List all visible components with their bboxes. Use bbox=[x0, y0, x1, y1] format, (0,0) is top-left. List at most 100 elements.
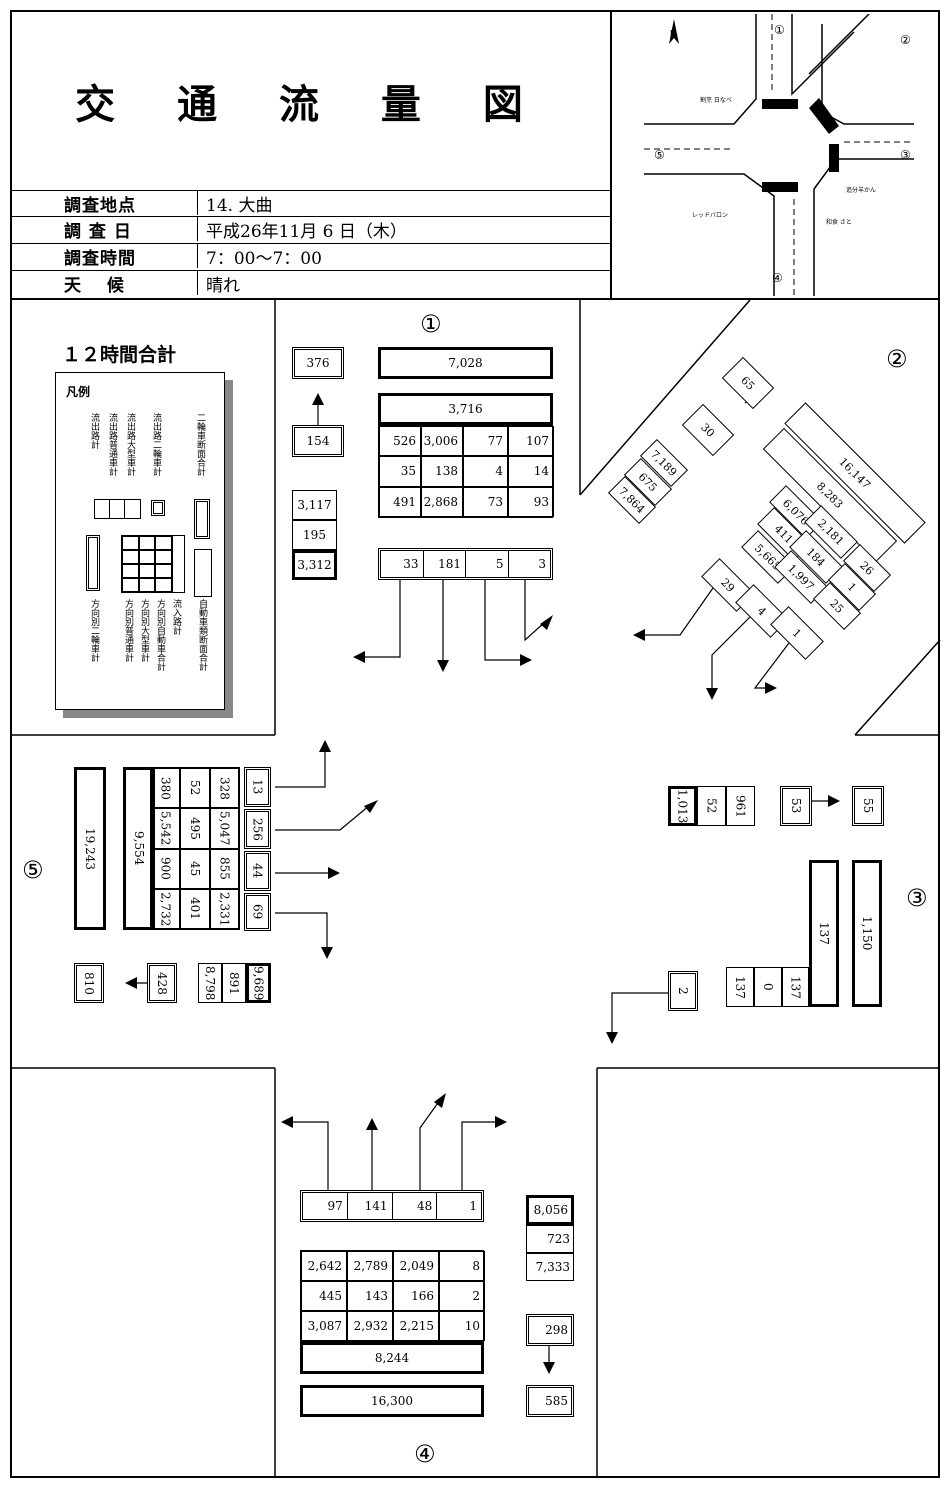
approach-label-3: ③ bbox=[906, 884, 928, 912]
cell: 380 bbox=[151, 768, 181, 809]
page-frame bbox=[10, 10, 940, 1478]
legend-title: 凡例 bbox=[66, 385, 91, 399]
info-label: 天 候 bbox=[12, 271, 198, 296]
a4-moto-section: 585 bbox=[526, 1385, 574, 1417]
header-divider-v bbox=[610, 10, 612, 298]
legend-out-boxes bbox=[94, 499, 141, 519]
a1-out-total: 3,716 bbox=[378, 393, 553, 425]
a3-in-total: 137 bbox=[809, 860, 839, 1007]
info-value: 14. 大曲 bbox=[206, 195, 273, 216]
a4-out-stack-2: 7,333 bbox=[526, 1253, 574, 1281]
a3-in-stack-2: 137 bbox=[782, 967, 809, 1007]
header-divider-h bbox=[10, 298, 940, 300]
cell: 2,789 bbox=[347, 1251, 393, 1281]
a3-in-stack-1: 0 bbox=[754, 967, 782, 1007]
page-title: 交 通 流 量 図 bbox=[75, 82, 547, 128]
info-label: 調 査 日 bbox=[12, 217, 198, 242]
legend-label: 流出路二輪車計 bbox=[151, 413, 161, 476]
legend-in-box bbox=[171, 535, 185, 593]
cell: 2,642 bbox=[301, 1251, 347, 1281]
a5-in-stack-0: 8,798 bbox=[198, 963, 222, 1003]
a5-dir-3: 69 bbox=[244, 893, 271, 931]
cell: 495 bbox=[180, 808, 210, 849]
approach-label-4: ④ bbox=[414, 1440, 436, 1468]
map-label-3: ③ bbox=[900, 148, 911, 162]
cell: 491 bbox=[379, 486, 421, 517]
cell: 328 bbox=[209, 768, 239, 809]
info-value: 7：00〜7：00 bbox=[206, 248, 322, 269]
legend-moto-section-box bbox=[194, 499, 210, 539]
approach-label-5: ⑤ bbox=[22, 856, 44, 884]
a5-moto-section: 810 bbox=[74, 963, 104, 1003]
dir-1: 181 bbox=[424, 551, 466, 577]
a4-out-stack-1: 723 bbox=[526, 1225, 574, 1253]
map-label-4: ④ bbox=[772, 271, 783, 285]
legend-label: 方向別二輪車計 bbox=[89, 599, 99, 662]
legend-car-grid bbox=[121, 535, 173, 593]
dir-0: 97 bbox=[303, 1193, 348, 1219]
cell: 2,331 bbox=[209, 888, 239, 929]
legend-label: 流入路計 bbox=[171, 599, 181, 635]
info-row-date: 調 査 日 平成26年11月 6 日（木） bbox=[12, 216, 610, 242]
cell: 5,542 bbox=[151, 808, 181, 849]
info-row-time: 調査時間 7：00〜7：00 bbox=[12, 243, 610, 269]
cell: 3,006 bbox=[421, 426, 463, 457]
cell: 2,049 bbox=[393, 1251, 439, 1281]
a5-dir-0: 13 bbox=[244, 767, 271, 807]
a3-in-stack-0: 137 bbox=[726, 967, 754, 1007]
place-4: 和食 さと bbox=[826, 218, 852, 226]
map-label-5: ⑤ bbox=[654, 148, 665, 162]
cell: 526 bbox=[379, 426, 421, 457]
legend-dir-boxes bbox=[86, 535, 100, 591]
a3-moto-section: 55 bbox=[852, 786, 884, 826]
a5-dir-1: 256 bbox=[244, 809, 271, 849]
dir-1: 141 bbox=[348, 1193, 393, 1219]
legend-label: 方向別自動車合計 bbox=[155, 599, 165, 671]
a3-section-total: 1,150 bbox=[852, 860, 882, 1007]
cell: 855 bbox=[209, 848, 239, 889]
cell: 166 bbox=[393, 1281, 439, 1311]
cell: 2 bbox=[439, 1281, 485, 1311]
cell: 143 bbox=[347, 1281, 393, 1311]
info-row-location: 調査地点 14. 大曲 bbox=[12, 190, 610, 216]
a4-out-stack-0: 8,056 bbox=[526, 1195, 574, 1225]
dir-2: 5 bbox=[466, 551, 509, 577]
dir-3: 3 bbox=[538, 557, 546, 571]
cell: 35 bbox=[379, 456, 421, 487]
a4-moto-in: 298 bbox=[526, 1314, 574, 1346]
a4-in-total: 8,244 bbox=[300, 1342, 484, 1374]
map-label-2: ② bbox=[900, 33, 911, 47]
cell: 8 bbox=[439, 1251, 485, 1281]
legend-label: 流出路普通車計 bbox=[107, 413, 117, 476]
cell: 3,087 bbox=[301, 1311, 347, 1341]
legend-label: 二輪車断面合計 bbox=[195, 413, 205, 476]
info-label: 調査地点 bbox=[12, 191, 198, 216]
dir-2: 48 bbox=[393, 1193, 438, 1219]
approach-label-2: ② bbox=[886, 345, 908, 373]
cell: 2,732 bbox=[151, 888, 181, 929]
a5-moto-in: 428 bbox=[147, 963, 177, 1003]
cell: 401 bbox=[180, 888, 210, 929]
cell: 2,868 bbox=[421, 486, 463, 517]
summary-title: １２時間合計 bbox=[62, 344, 177, 366]
cell: 77 bbox=[463, 426, 508, 457]
info-label: 調査時間 bbox=[12, 244, 198, 269]
a1-section-total: 7,028 bbox=[378, 347, 553, 379]
info-value: 晴れ bbox=[206, 275, 240, 296]
a5-in-stack-1: 891 bbox=[222, 963, 246, 1003]
legend-label: 流出路計 bbox=[89, 413, 99, 449]
info-value: 平成26年11月 6 日（木） bbox=[206, 221, 407, 242]
info-row-weather: 天 候 晴れ bbox=[12, 270, 610, 296]
map-label-1: ① bbox=[774, 23, 785, 37]
place-1: 割烹 日なべ bbox=[700, 96, 732, 104]
a1-in-stack-2: 3,312 bbox=[292, 550, 337, 580]
place-2: 追分羊かん bbox=[846, 186, 876, 194]
a1-in-stack-0: 3,117 bbox=[292, 490, 337, 520]
a3-out-stack-0: 1,013 bbox=[668, 786, 697, 826]
cell: 5,047 bbox=[209, 808, 239, 849]
a3-dir-0: 2 bbox=[668, 971, 698, 1011]
cell: 93 bbox=[508, 486, 554, 517]
a1-directional: 33 181 5 3 bbox=[378, 548, 553, 580]
